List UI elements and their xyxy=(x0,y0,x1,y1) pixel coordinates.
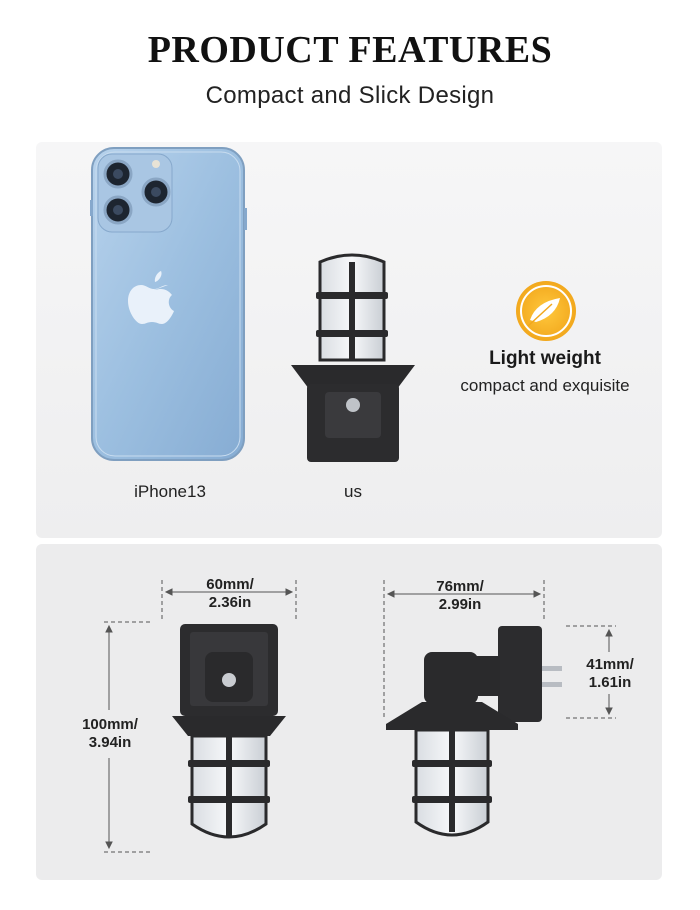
height-mm: 100mm/ xyxy=(82,716,138,733)
dimensions-panel xyxy=(36,544,662,880)
feature-title: Light weight xyxy=(489,348,601,369)
dimension-lines xyxy=(104,580,616,853)
page-subtitle: Compact and Slick Design xyxy=(205,82,495,109)
feather-icon xyxy=(516,281,576,341)
front-width-mm: 60mm/ xyxy=(206,576,254,593)
iphone-caption: iPhone13 xyxy=(134,482,206,501)
front-width-label: 60mm/ 2.36in xyxy=(190,576,270,612)
page-title: PRODUCT FEATURES xyxy=(147,29,553,71)
iphone-image xyxy=(90,147,247,461)
nightlight-front-view xyxy=(172,624,286,839)
plug-height-mm: 41mm/ xyxy=(586,656,634,673)
side-depth-in: 2.99in xyxy=(438,596,482,613)
nightlight-side-view xyxy=(386,626,562,837)
apple-logo-icon xyxy=(128,271,174,324)
side-depth-label: 76mm/ 2.99in xyxy=(420,578,500,614)
side-depth-mm: 76mm/ xyxy=(436,578,484,595)
feature-description: compact and exquisite xyxy=(460,376,630,395)
product-caption: us xyxy=(344,482,362,501)
nightlight-small-image xyxy=(291,253,415,462)
front-width-in: 2.36in xyxy=(208,594,252,611)
plug-height-in: 1.61in xyxy=(588,674,632,691)
height-label: 100mm/ 3.94in xyxy=(74,716,146,752)
height-in: 3.94in xyxy=(88,734,132,751)
plug-height-label: 41mm/ 1.61in xyxy=(572,656,648,692)
